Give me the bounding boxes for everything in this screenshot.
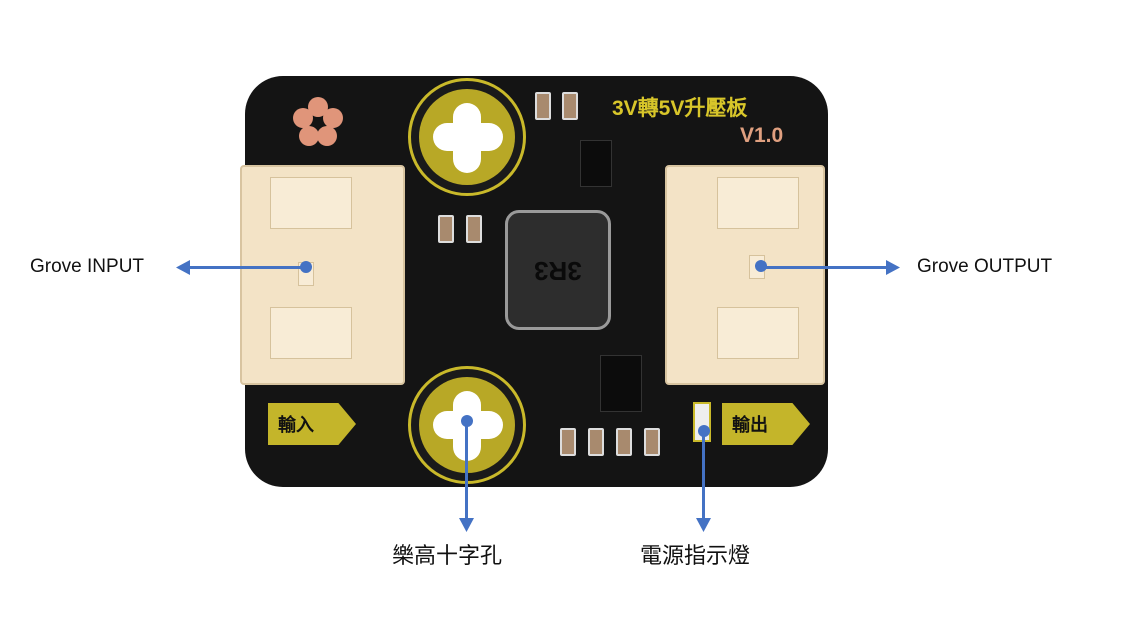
ic-chip: [600, 355, 642, 412]
capacitor: [438, 215, 454, 243]
power-led-label: 電源指示燈: [640, 543, 751, 568]
ic-chip: [580, 140, 612, 187]
board-title: 3V轉5V升壓板: [612, 97, 748, 120]
grove-output-label: Grove OUTPUT: [917, 256, 1053, 277]
arrowhead-down-icon: [459, 518, 474, 532]
output-tag: 輸出: [722, 403, 810, 445]
inductor-marking: 3R3: [534, 255, 582, 286]
arrowhead-left-icon: [176, 260, 190, 275]
callout-dot: [300, 261, 312, 273]
grove-output-connector: [665, 165, 825, 385]
capacitor: [560, 428, 576, 456]
grove-input-connector: [240, 165, 405, 385]
arrowhead-right-icon: [886, 260, 900, 275]
inductor: 3R3: [505, 210, 611, 330]
capacitor: [588, 428, 604, 456]
arrow-line: [465, 420, 468, 520]
arrowhead-down-icon: [696, 518, 711, 532]
arrow-line: [186, 266, 306, 269]
grove-input-label: Grove INPUT: [30, 256, 145, 277]
arrow-line: [702, 430, 705, 520]
board-version: V1.0: [740, 124, 784, 147]
capacitor: [644, 428, 660, 456]
capacitor: [616, 428, 632, 456]
arrow-line: [760, 266, 888, 269]
capacitor: [466, 215, 482, 243]
capacitor: [562, 92, 578, 120]
logo-flower-icon: [293, 97, 343, 146]
input-tag: 輸入: [268, 403, 356, 445]
lego-cross-hole-top: [408, 78, 526, 196]
capacitor: [535, 92, 551, 120]
callout-dot: [755, 260, 767, 272]
lego-hole-label: 樂高十字孔: [392, 543, 503, 568]
